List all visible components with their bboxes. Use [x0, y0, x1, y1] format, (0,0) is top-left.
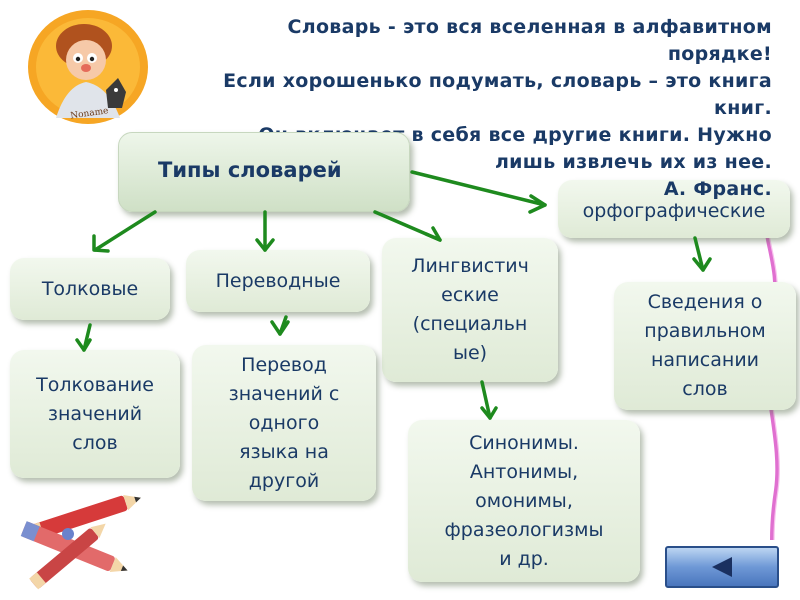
type-box-perevodnye: Переводные: [186, 250, 370, 312]
back-button[interactable]: [665, 546, 779, 588]
desc-line: одного: [248, 411, 320, 434]
arrow-root-to-perevodnye: [255, 210, 275, 252]
desc-line: языка на: [239, 440, 329, 463]
quote-line: А. Франс.: [663, 178, 772, 200]
arrow-tolkovye-to-desc: [75, 323, 92, 352]
arrow-root-to-lingvisticheskie: [373, 210, 442, 242]
arrow-lingvisticheskie-to-desc: [480, 380, 498, 420]
root-label: Типы словарей: [158, 158, 342, 182]
type-label: Толковые: [41, 277, 139, 300]
quote-line: книг.: [714, 97, 772, 119]
type-label-line: (специальн: [412, 313, 528, 335]
type-box-orfograficheskie: орфографические: [558, 180, 790, 238]
type-box-lingvisticheskie: Лингвистич еские (специальн ые): [382, 238, 558, 382]
type-label-line: еские: [441, 284, 499, 306]
desc-line: слов: [72, 431, 118, 454]
desc-line: омонимы,: [475, 489, 573, 512]
desc-line: Антонимы,: [469, 460, 579, 483]
portrait-image: Noname: [28, 10, 148, 124]
quote-line: порядке!: [667, 43, 772, 65]
quote-line: Если хорошенько подумать, словарь – это …: [223, 70, 772, 92]
desc-line: значений: [47, 402, 143, 425]
desc-line: Перевод: [241, 353, 327, 376]
arrow-root-to-tolkovye: [92, 210, 157, 253]
desc-line: слов: [682, 378, 728, 400]
desc-box-tolkovye: Толкование значений слов: [10, 350, 180, 478]
root-box: [118, 132, 410, 212]
type-label-line: Лингвистич: [411, 255, 529, 277]
desc-line: значений с: [228, 382, 340, 405]
desc-line: написании: [650, 349, 760, 371]
type-label: орфографические: [582, 200, 766, 222]
desc-line: другой: [248, 469, 320, 492]
desc-line: и др.: [499, 547, 549, 570]
desc-line: Синонимы.: [469, 431, 579, 454]
desc-line: правильном: [644, 320, 766, 342]
desc-line: Толкование: [36, 373, 154, 396]
desc-line: фразеологизмы: [444, 518, 604, 541]
type-label: Переводные: [215, 269, 341, 292]
arrow-perevodnye-to-desc: [270, 315, 290, 336]
back-arrow-icon: [712, 557, 732, 577]
quote-line: лишь извлечь их из нее.: [494, 151, 772, 173]
desc-box-perevodnye: Перевод значений с одного языка на друго…: [192, 345, 376, 501]
pencils-icon: [20, 495, 141, 590]
desc-box-orfograficheskie: Сведения о правильном написании слов: [614, 282, 796, 410]
quote-author: А. Франс.: [200, 176, 772, 203]
arrow-root-to-orfograficheskie: [410, 170, 547, 214]
desc-box-lingvisticheskie: Синонимы. Антонимы, омонимы, фразеологиз…: [408, 420, 640, 582]
type-label-line: ые): [452, 342, 488, 364]
quote-text: Словарь - это вся вселенная в алфавитном…: [200, 14, 772, 176]
type-box-tolkovye: Толковые: [10, 258, 170, 320]
quote-line: Словарь - это вся вселенная в алфавитном: [287, 16, 772, 38]
arrow-orfograficheskie-to-desc: [692, 236, 712, 272]
desc-line: Сведения о: [647, 291, 763, 313]
